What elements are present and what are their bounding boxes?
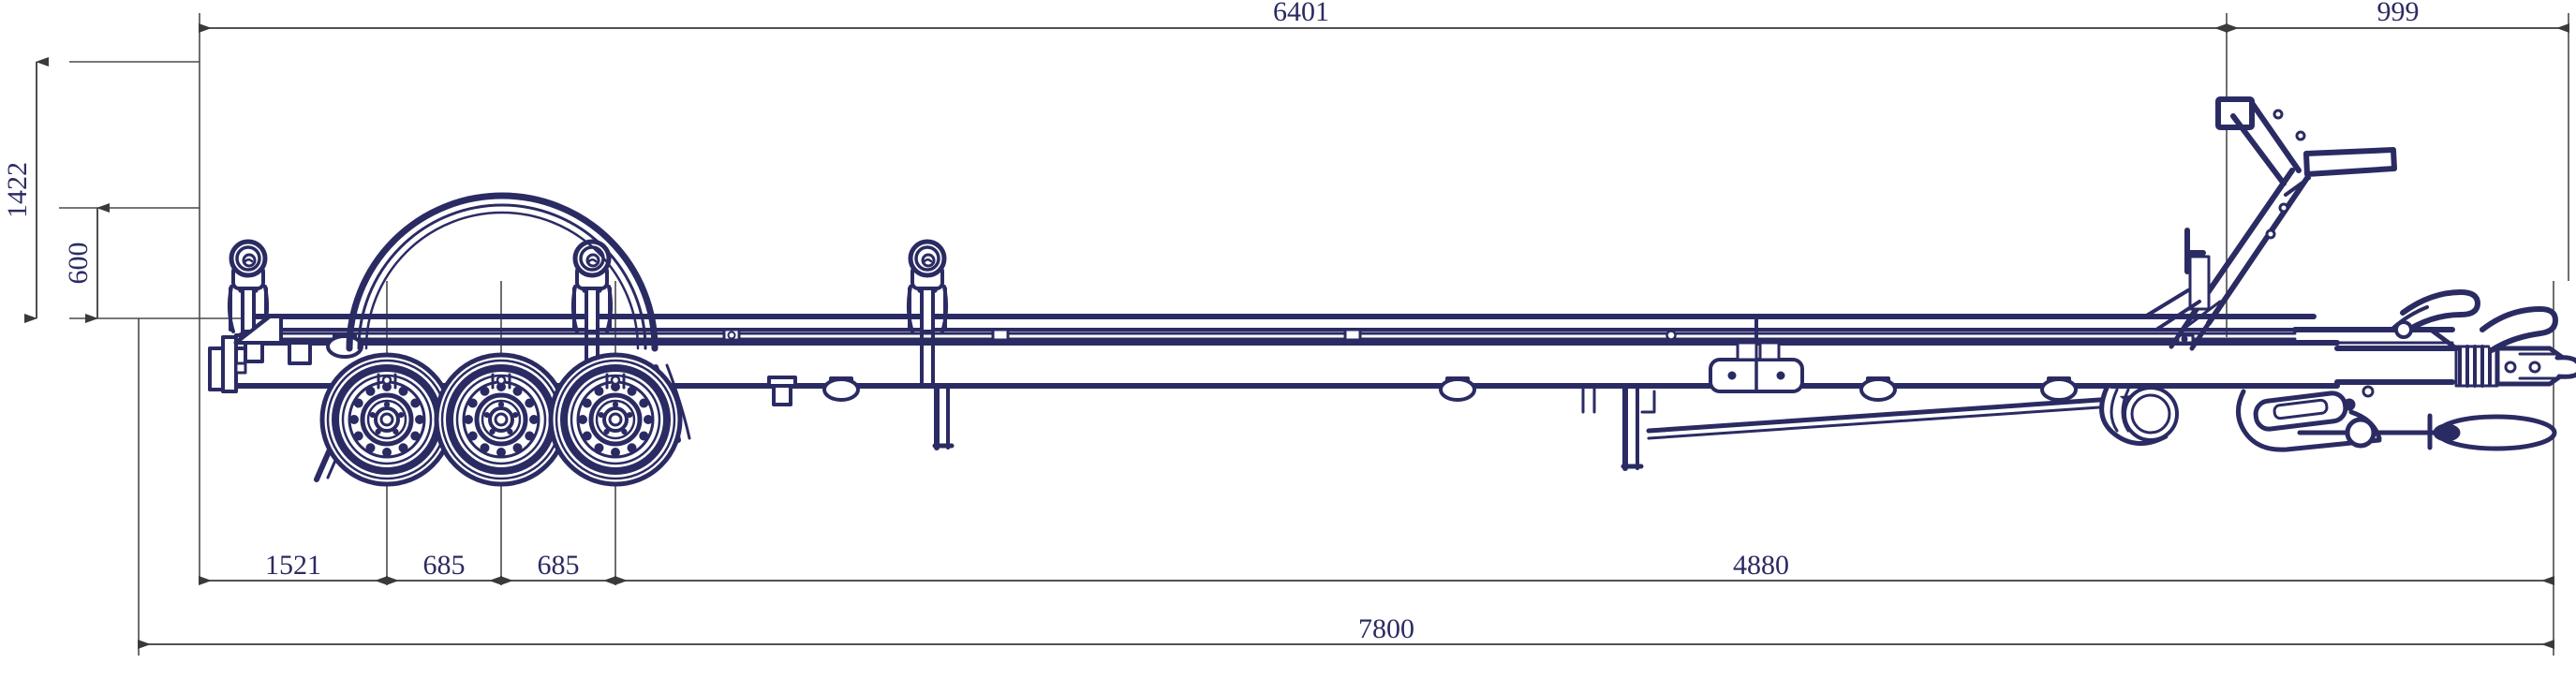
frame-splice-plate [1709, 315, 1804, 393]
overrun-damper [2236, 385, 2382, 452]
dimension-7800: 7800 [138, 613, 2554, 649]
dimension-999: 999 [2226, 0, 2569, 33]
dimension-600: 600 [63, 203, 110, 323]
mast-side-bracket [2184, 228, 2211, 311]
jockey-wheel [2099, 383, 2179, 446]
support-leg [932, 383, 1656, 471]
dimension-label-1521: 1521 [265, 550, 321, 581]
dimension-label-6401: 6401 [1273, 0, 1329, 27]
dimension-label-600: 600 [63, 243, 94, 285]
dimension-label-685-b: 685 [538, 550, 580, 581]
wheel-front [551, 355, 680, 484]
coupling-hitch [2454, 306, 2576, 388]
dimension-label-4880: 4880 [1733, 550, 1789, 581]
wheel-arch-guard [346, 192, 659, 352]
dimension-6401: 6401 [199, 0, 2228, 33]
underframe-diagonal-tie [1646, 394, 2143, 440]
suspension-hangers [377, 373, 626, 390]
handbrake-lever[interactable] [2391, 289, 2480, 339]
dimension-label-685-a: 685 [423, 550, 466, 581]
dimension-chain-bottom: 1521 685 685 4880 [199, 550, 2554, 585]
underframe-brackets [767, 376, 2078, 406]
dimension-1422: 1422 [2, 57, 49, 323]
drawbar [2292, 327, 2459, 385]
dimension-label-999: 999 [2377, 0, 2420, 27]
dimension-label-7800: 7800 [1358, 613, 1414, 644]
wheel-middle [437, 355, 566, 484]
dimension-label-1422: 1422 [2, 162, 33, 218]
bow-support-diagonals [2143, 288, 2222, 332]
wheel-rear [322, 355, 452, 484]
upper-bunk-rail [241, 314, 2317, 332]
trailer-geometry [208, 96, 2576, 484]
secondary-rail [279, 332, 2297, 341]
winch-mast [2169, 96, 2397, 351]
roller-post-gussets [234, 315, 935, 388]
